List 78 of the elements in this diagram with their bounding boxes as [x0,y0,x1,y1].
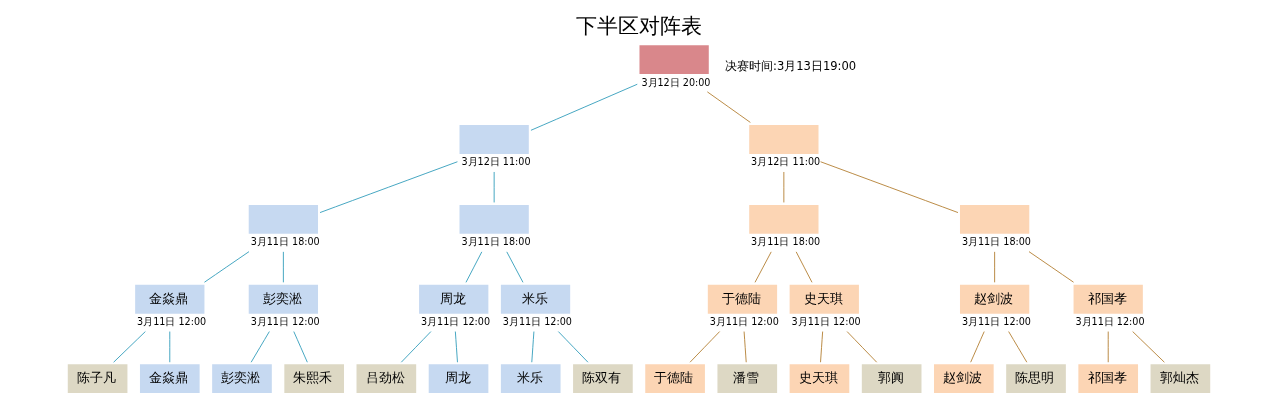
node-label: 3月11日 18:00 [250,236,320,248]
connector [1007,331,1027,363]
node-box [459,204,529,234]
connector [505,251,523,283]
node-label: 3月11日 12:00 [1074,316,1145,328]
node-label: 3月11日 12:00 [709,316,779,328]
connector [782,171,784,203]
connector [743,331,747,363]
node-box: 彭奕淞 [248,284,318,314]
connector [454,331,458,363]
connector [819,331,823,363]
connector [969,331,985,363]
connector [706,91,751,123]
label: 决赛时间:3月13日19:00 [724,59,856,74]
connector [250,331,270,363]
node-box: 朱熙禾 [283,364,344,394]
node-box [459,125,529,154]
node-box: 米乐 [500,284,570,314]
node-box: 米乐 [500,364,561,394]
node-box: 郭灿杰 [1150,364,1210,394]
node-box: 史天琪 [789,284,859,314]
connector [1028,251,1074,283]
node-box [248,204,318,234]
node-label: 3月11日 18:00 [961,236,1031,248]
node-box: 周龙 [418,284,488,314]
node-box: 潘雪 [716,364,777,394]
node-box [748,125,818,154]
node-box: 于德陆 [644,364,705,394]
connector [493,171,495,203]
node-label: 3月11日 18:00 [750,236,820,248]
node-box: 于德陆 [707,284,777,314]
node-box: 陈双有 [572,364,633,394]
connector [530,331,534,363]
node-label: 3月12日 11:00 [460,156,531,168]
connector [112,331,146,363]
node-label: 3月11日 12:00 [791,316,861,328]
connector [400,331,431,363]
node-box [959,204,1029,234]
node-label: 3月11日 12:00 [420,316,490,328]
node-box: 祁国孝 [1077,364,1138,394]
node-label: 3月12日 11:00 [750,156,820,168]
node-box: 陈思明 [1005,364,1066,394]
node-box: 陈子凡 [67,364,127,394]
node-label: 3月11日 18:00 [460,236,531,248]
node-label: 3月12日 20:00 [640,76,710,88]
connector [465,251,482,283]
connector [557,331,588,363]
node-label: 3月11日 12:00 [961,316,1031,328]
node-box: 史天琪 [789,364,849,394]
connector [754,251,772,283]
connector [529,83,638,131]
node-label: 3月11日 12:00 [136,316,206,328]
connector [203,251,249,283]
node-box: 赵剑波 [959,284,1029,314]
connector [846,331,877,363]
connector [689,331,720,363]
node-box: 金焱鼎 [134,284,204,314]
node-box: 金焱鼎 [139,364,200,394]
node-box: 赵剑波 [933,364,994,394]
node-label: 3月11日 12:00 [502,316,572,328]
connector [282,251,284,283]
connector [1107,331,1109,363]
diagram-title: 下半区对阵表 [575,12,702,38]
node-box: 彭奕淞 [211,364,272,394]
connector [292,331,308,363]
node-box: 郭阗 [861,364,921,394]
node-box: 周龙 [428,364,488,394]
node-label: 3月11日 12:00 [250,316,320,328]
connector [168,331,170,363]
connector [819,161,958,214]
node-box [748,204,818,234]
node-box [639,45,709,75]
node-box: 吕劲松 [356,364,416,394]
connector [993,251,995,283]
connector [319,161,458,214]
node-box: 祁国孝 [1073,284,1143,314]
connector [1131,331,1165,363]
connector [795,251,812,283]
